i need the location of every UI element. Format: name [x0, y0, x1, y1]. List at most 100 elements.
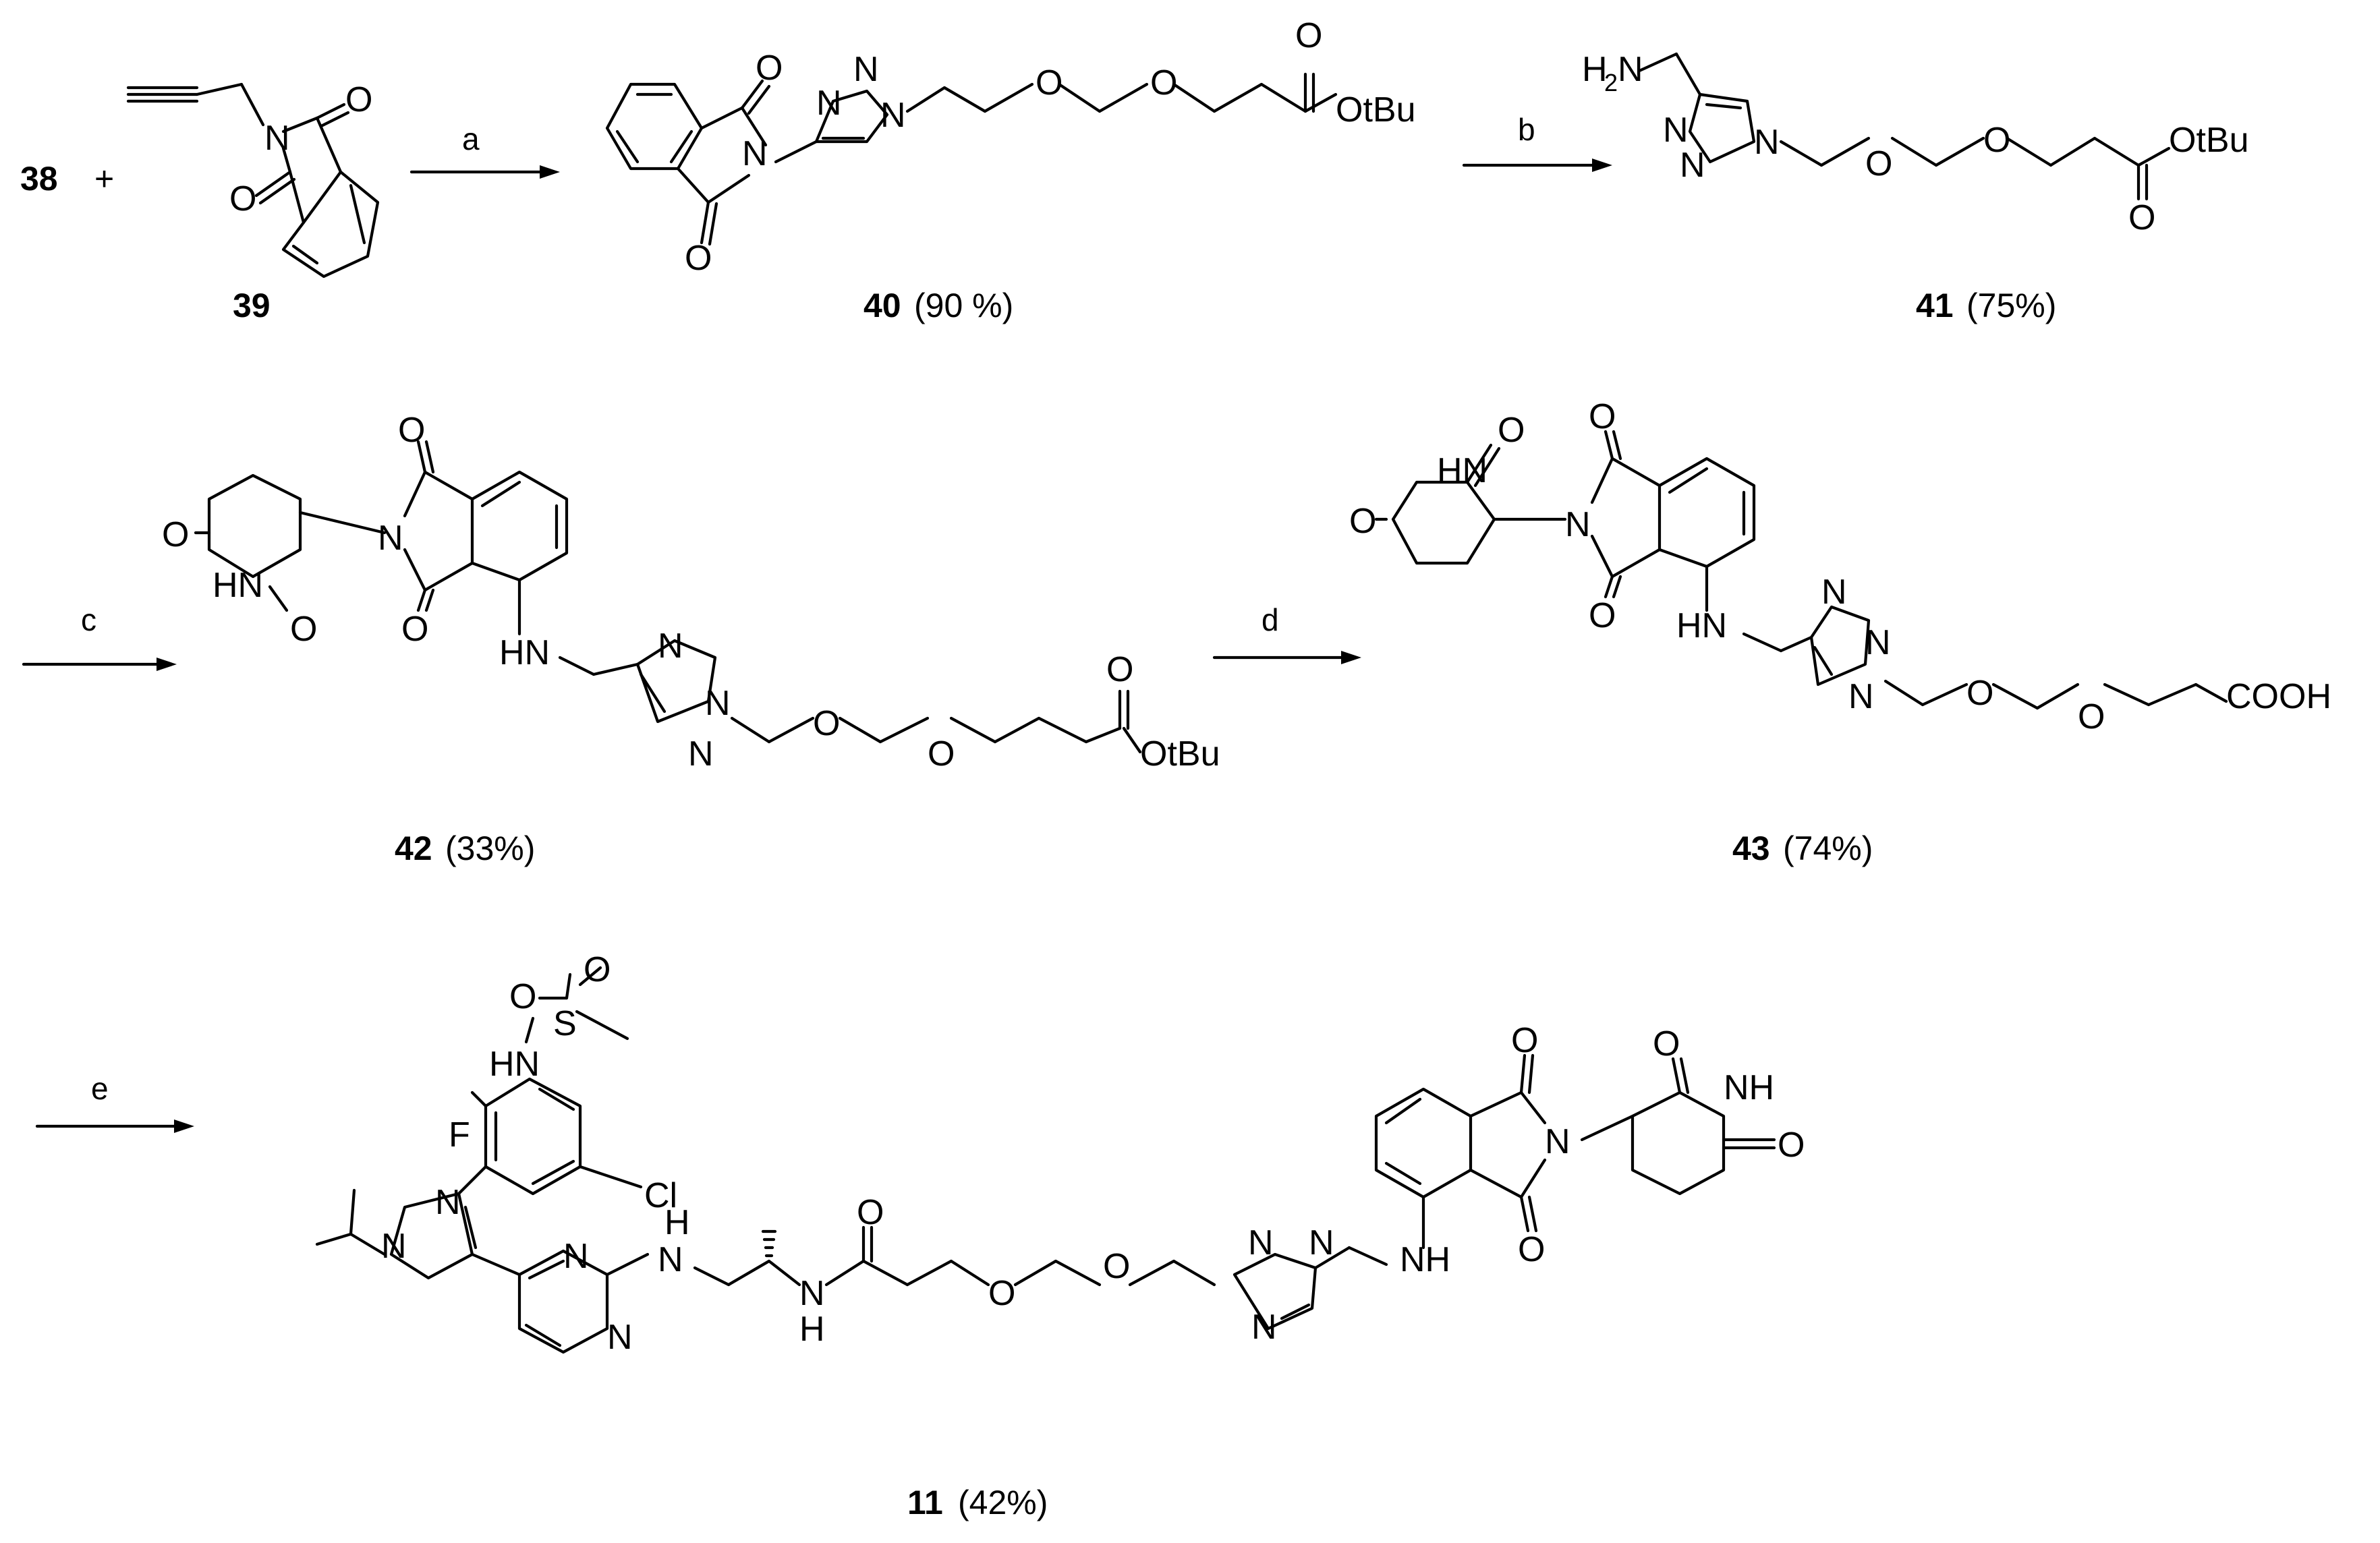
- atom-O: O: [1511, 1021, 1538, 1060]
- atom-O: O: [756, 49, 783, 88]
- atom-O: O: [398, 411, 425, 450]
- atom-O: O: [928, 734, 955, 774]
- atom-O: O: [1518, 1230, 1545, 1269]
- compound-11-label: 11: [907, 1484, 943, 1521]
- structure-39: [126, 82, 380, 279]
- atom-O: O: [162, 515, 189, 554]
- compound-40-yield: (90 %): [914, 287, 1013, 324]
- group-OtBu: OtBu: [1140, 734, 1220, 774]
- atom-O: O: [345, 80, 372, 119]
- group-H2N-H: H: [1582, 50, 1608, 89]
- arrow-e: [35, 1119, 194, 1133]
- stereo-hash-bond: [761, 1229, 777, 1258]
- atom-N: N: [264, 119, 290, 158]
- atom-N: N: [1251, 1308, 1277, 1347]
- atom-N: N: [1848, 677, 1874, 716]
- group-HN: HN: [489, 1045, 540, 1084]
- compound-41-label: 41: [1916, 287, 1954, 324]
- compound-42-label: 42: [395, 829, 432, 867]
- atom-O: O: [1498, 411, 1525, 450]
- atom-O: O: [988, 1274, 1015, 1313]
- plus-sign: +: [94, 160, 114, 198]
- atom-N: N: [1248, 1223, 1274, 1262]
- compound-11-yield: (42%): [958, 1484, 1048, 1521]
- group-NH: NH: [1724, 1068, 1774, 1107]
- group-H2N-subscript: 2: [1604, 69, 1618, 96]
- atom-O: O: [1106, 650, 1133, 689]
- atom-Cl: Cl: [644, 1176, 677, 1215]
- step-d-label: d: [1262, 602, 1279, 637]
- structure-42: [194, 440, 1142, 754]
- step-e-label: e: [91, 1071, 109, 1106]
- arrow-a: [409, 165, 560, 179]
- step-c-label: c: [81, 602, 96, 637]
- group-NH: NH: [1400, 1240, 1450, 1279]
- atom-O: O: [685, 239, 712, 278]
- atom-N: N: [1565, 505, 1591, 544]
- structure-11: [315, 966, 1776, 1354]
- atom-N: N: [658, 1240, 683, 1279]
- compound-43-yield: (74%): [1783, 829, 1873, 867]
- atom-N: N: [1680, 146, 1705, 185]
- atom-O: O: [290, 610, 317, 649]
- compound-38-label: 38: [20, 160, 58, 198]
- atom-F: F: [449, 1115, 470, 1155]
- atom-N: N: [563, 1237, 589, 1276]
- atom-O: O: [1349, 502, 1376, 541]
- structure-43: [1374, 430, 2228, 710]
- atom-N: N: [853, 50, 879, 89]
- step-a-label: a: [462, 121, 480, 156]
- atom-O: O: [1150, 63, 1177, 103]
- atom-O: O: [401, 610, 428, 649]
- atom-O: O: [584, 950, 611, 989]
- compound-39-label: 39: [233, 287, 271, 324]
- atom-O: O: [813, 704, 840, 743]
- atom-O: O: [1589, 397, 1616, 436]
- atom-O: O: [2128, 198, 2155, 237]
- atom-N: N: [688, 734, 714, 774]
- atom-O: O: [509, 977, 536, 1016]
- atom-N: N: [799, 1274, 825, 1313]
- compound-43-label: 43: [1732, 829, 1770, 867]
- atom-O: O: [857, 1193, 884, 1232]
- arrow-c: [22, 658, 177, 671]
- atom-N: N: [607, 1318, 633, 1357]
- arrow-d: [1212, 651, 1361, 664]
- group-HN: HN: [1437, 451, 1488, 490]
- structure-41: [1637, 52, 2171, 201]
- group-HN: HN: [499, 633, 550, 672]
- atom-N: N: [1663, 111, 1689, 150]
- atom-N: N: [658, 627, 683, 666]
- atom-N: N: [705, 684, 731, 723]
- atom-N: N: [816, 84, 842, 123]
- atom-H: H: [799, 1310, 825, 1349]
- group-HN: HN: [1676, 606, 1727, 645]
- atom-O: O: [1295, 16, 1322, 55]
- atom-O: O: [1778, 1126, 1805, 1165]
- atom-N: N: [378, 519, 403, 558]
- compound-41-yield: (75%): [1966, 287, 2056, 324]
- step-b-label: b: [1518, 112, 1535, 147]
- compound-42-yield: (33%): [445, 829, 535, 867]
- atom-N: N: [1821, 573, 1847, 612]
- atom-O: O: [1036, 63, 1062, 103]
- atom-N: N: [1754, 123, 1780, 162]
- atom-S: S: [553, 1004, 577, 1043]
- atom-O: O: [1103, 1247, 1130, 1286]
- atom-N: N: [1309, 1223, 1334, 1262]
- arrow-b: [1462, 158, 1612, 172]
- structure-40: [605, 72, 1338, 246]
- atom-N: N: [1618, 50, 1643, 89]
- atom-O: O: [229, 179, 256, 219]
- atom-O: O: [1653, 1024, 1680, 1064]
- atom-O: O: [1983, 121, 2010, 160]
- group-HN: HN: [213, 566, 263, 605]
- atom-O: O: [1865, 144, 1892, 183]
- atom-H: H: [664, 1203, 690, 1242]
- group-COOH: COOH: [2226, 677, 2331, 716]
- compound-40-label: 40: [863, 287, 901, 324]
- atom-N: N: [742, 134, 768, 173]
- atom-N: N: [1865, 623, 1891, 662]
- atom-N: N: [381, 1227, 407, 1266]
